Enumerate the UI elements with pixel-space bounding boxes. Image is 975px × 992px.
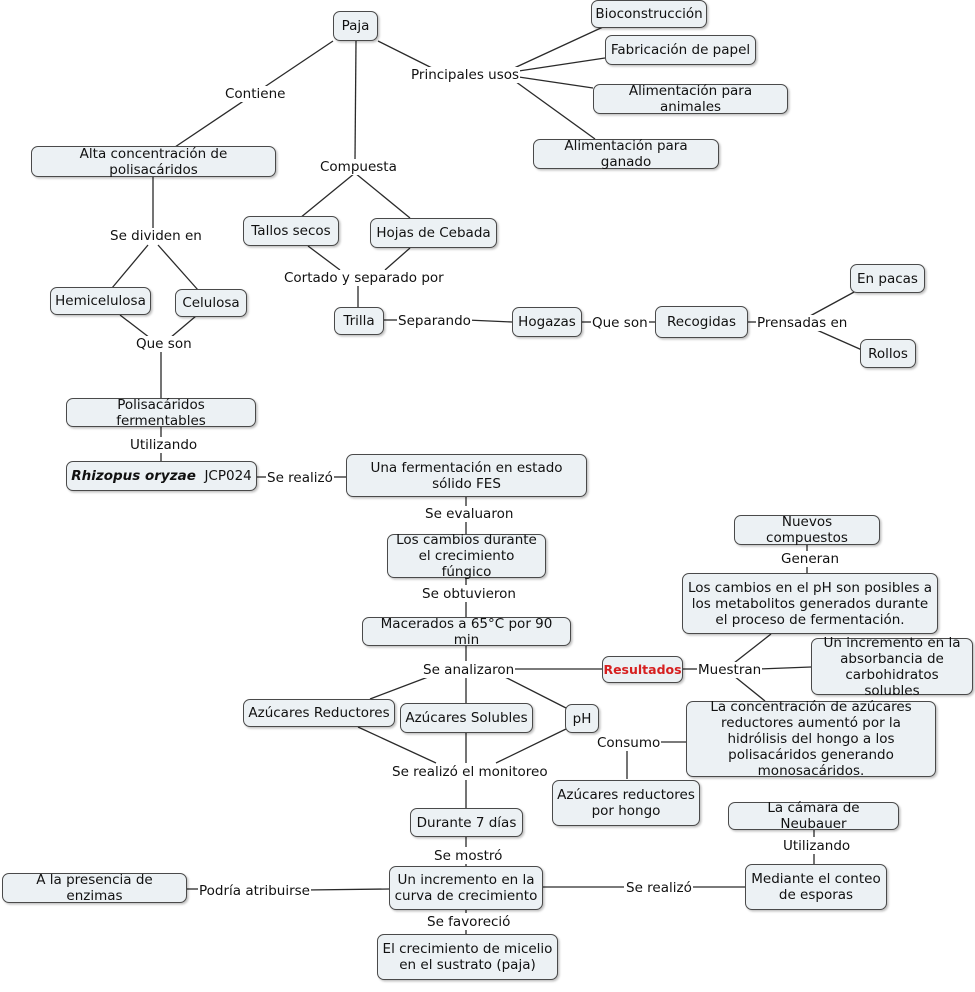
link-contiene: Contiene (224, 86, 287, 102)
link-que-son-1: Que son (135, 336, 193, 352)
node-hogazas[interactable]: Hogazas (512, 307, 582, 337)
link-utilizando-1: Utilizando (129, 437, 199, 453)
node-macerados[interactable]: Macerados a 65°C por 90 min (362, 616, 571, 648)
link-consumo: Consumo (596, 735, 662, 751)
link-se-obtuvieron: Se obtuvieron (421, 586, 517, 602)
node-reductores-hongo[interactable]: Azúcares reductores por hongo (552, 780, 700, 826)
node-presencia-enzimas[interactable]: A la presencia de enzimas (2, 872, 187, 904)
node-azucares-solubles[interactable]: Azúcares Solubles (400, 703, 533, 733)
node-paja[interactable]: Paja (333, 11, 378, 41)
strain-code: JCP024 (204, 468, 252, 484)
link-compuesta: Compuesta (319, 159, 398, 175)
node-ph[interactable]: pH (565, 704, 599, 733)
node-incremento-curva[interactable]: Un incremento en la curva de crecimiento (389, 866, 543, 910)
node-conteo-esporas[interactable]: Mediante el conteo de esporas (745, 864, 887, 910)
node-alta-concentracion[interactable]: Alta concentración de polisacáridos (31, 146, 276, 178)
link-prensadas-en: Prensadas en (756, 315, 849, 331)
link-principales-usos: Principales usos (410, 67, 521, 83)
node-crecimiento-micelio[interactable]: El crecimiento de micelio en el sustrato… (377, 934, 558, 980)
node-alimentacion-ganado[interactable]: Alimentación para ganado (533, 138, 719, 170)
link-muestran: Muestran (697, 662, 763, 678)
node-hojas-cebada[interactable]: Hojas de Cebada (370, 218, 497, 248)
node-azucares-reductores[interactable]: Azúcares Reductores (243, 699, 395, 727)
node-fermentacion-fes[interactable]: Una fermentación en estado sólido FES (346, 454, 587, 497)
node-bioconstruccion[interactable]: Bioconstrucción (591, 0, 707, 28)
node-alimentacion-animales[interactable]: Alimentación para animales (593, 83, 788, 115)
link-se-realizo-2: Se realizó (625, 880, 693, 896)
node-cambios-ph[interactable]: Los cambios en el pH son posibles a los … (682, 573, 938, 634)
node-nuevos-compuestos[interactable]: Nuevos compuestos (734, 514, 880, 546)
link-podria-atribuirse: Podría atribuirse (198, 883, 311, 899)
link-se-mostro: Se mostró (433, 848, 504, 864)
node-hemicelulosa[interactable]: Hemicelulosa (50, 287, 151, 315)
node-tallos-secos[interactable]: Tallos secos (243, 216, 339, 246)
node-rollos[interactable]: Rollos (860, 339, 916, 368)
node-resultados[interactable]: Resultados (602, 656, 683, 683)
node-absorbancia[interactable]: Un incremento en la absorbancia de carbo… (811, 635, 973, 699)
species-name: Rhizopus oryzae (71, 468, 196, 484)
link-que-son-2: Que son (591, 315, 649, 331)
link-se-favorecio: Se favoreció (426, 914, 512, 930)
link-monitoreo: Se realizó el monitoreo (391, 764, 549, 780)
node-durante-7-dias[interactable]: Durante 7 días (410, 808, 523, 837)
link-generan: Generan (780, 551, 841, 567)
node-camara-neubauer[interactable]: La cámara de Neubauer (728, 800, 899, 832)
link-utilizando-2: Utilizando (782, 838, 852, 854)
node-fabricacion-papel[interactable]: Fabricación de papel (605, 35, 756, 65)
link-separando: Separando (397, 313, 472, 329)
link-se-analizaron: Se analizaron (422, 662, 516, 678)
link-se-dividen-en: Se dividen en (109, 228, 203, 244)
node-trilla[interactable]: Trilla (334, 307, 384, 335)
node-rhizopus-oryzae[interactable]: Rhizopus oryzae JCP024 (66, 461, 257, 491)
node-recogidas[interactable]: Recogidas (655, 306, 748, 338)
node-concentracion-azucares[interactable]: La concentración de azúcares reductores … (686, 699, 936, 779)
node-en-pacas[interactable]: En pacas (850, 264, 925, 293)
link-cortado-separado: Cortado y separado por (283, 270, 445, 286)
node-polisacaridos-fermentables[interactable]: Polisacáridos fermentables (66, 397, 256, 429)
node-cambios-crecimiento[interactable]: Los cambios durante el crecimiento fúngi… (387, 532, 546, 580)
link-se-evaluaron: Se evaluaron (424, 506, 515, 522)
link-se-realizo-1: Se realizó (266, 470, 334, 486)
node-celulosa[interactable]: Celulosa (175, 289, 247, 317)
